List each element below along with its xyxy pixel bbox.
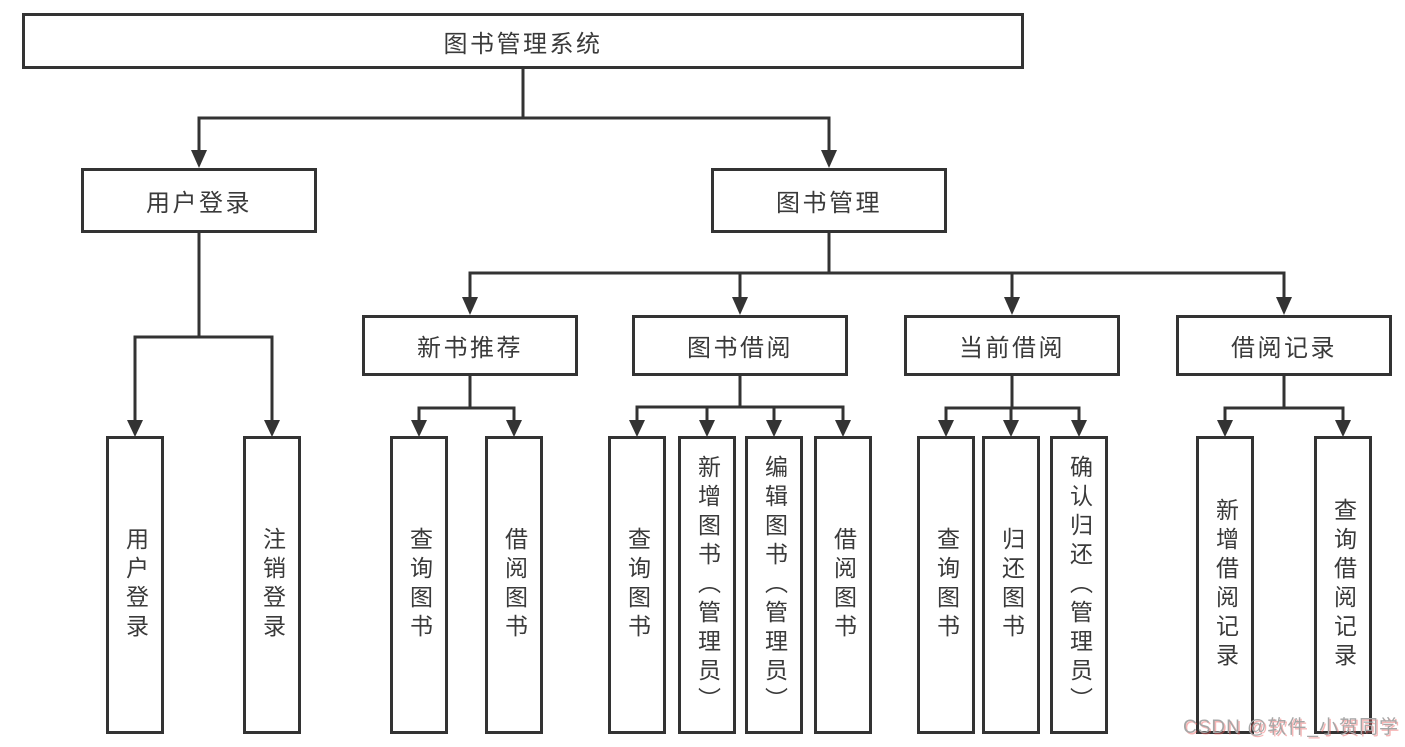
arrowhead-leaf-d1 [938, 420, 954, 437]
connector-borrow-branch [635, 405, 845, 422]
leaf-return-books: 归还图书 [982, 436, 1040, 734]
leaf-query-books: 查询图书 [917, 436, 975, 734]
connector-level3-branch [468, 271, 1286, 299]
connector-login-branch [133, 335, 274, 422]
arrowhead-leaf-b1 [411, 420, 427, 437]
node-label: 编辑图书（管理员） [761, 454, 788, 716]
leaf-edit-books-admin: 编辑图书（管理员） [745, 436, 803, 734]
node-label: 查询图书 [933, 527, 960, 643]
node-new-book-recommend: 新书推荐 [362, 315, 578, 376]
leaf-query-borrow-record: 查询借阅记录 [1314, 436, 1372, 734]
node-borrow-records: 借阅记录 [1176, 315, 1392, 376]
node-label: 借阅记录 [1231, 335, 1337, 362]
node-label: 图书管理系统 [443, 30, 603, 58]
leaf-user-login: 用户登录 [106, 436, 164, 734]
node-library-management-system: 图书管理系统 [22, 13, 1024, 69]
leaf-query-books: 查询图书 [390, 436, 448, 734]
leaf-borrow-books: 借阅图书 [814, 436, 872, 734]
arrowhead-leaf-e2 [1335, 420, 1351, 437]
node-label: 图书管理 [776, 190, 882, 217]
node-label: 用户登录 [122, 527, 149, 643]
node-label: 新增借阅记录 [1212, 498, 1239, 672]
arrowhead-current [1004, 297, 1020, 315]
arrowhead-newbook [462, 297, 478, 315]
node-label: 用户登录 [146, 190, 252, 217]
node-book-borrow: 图书借阅 [632, 315, 848, 376]
node-label: 新书推荐 [417, 335, 523, 362]
node-label: 当前借阅 [959, 335, 1065, 362]
csdn-watermark: CSDN @软件_小贺同学 [1183, 717, 1399, 738]
arrowhead-leaf-c3 [766, 420, 782, 437]
arrowhead-leaf-e1 [1217, 420, 1233, 437]
leaf-query-books: 查询图书 [608, 436, 666, 734]
node-label: 借阅图书 [501, 527, 528, 643]
arrowhead-leaf-d2 [1003, 420, 1019, 437]
connector-newbook-branch [417, 406, 516, 422]
leaf-confirm-return-admin: 确认归还（管理员） [1050, 436, 1108, 734]
arrowhead-leaf-c1 [629, 420, 645, 437]
node-label: 新增图书（管理员） [694, 454, 721, 716]
node-label: 归还图书 [998, 527, 1025, 643]
leaf-add-borrow-record: 新增借阅记录 [1196, 436, 1254, 734]
node-label: 确认归还（管理员） [1066, 454, 1093, 716]
node-label: 查询图书 [624, 527, 651, 643]
node-label: 查询图书 [406, 527, 433, 643]
arrowhead-login [191, 150, 207, 168]
arrowhead-borrow [732, 297, 748, 315]
connector-current-branch [944, 406, 1081, 422]
connector-level2-branch [197, 116, 831, 151]
arrowhead-leaf-logout [264, 420, 280, 437]
leaf-add-books-admin: 新增图书（管理员） [678, 436, 736, 734]
arrowhead-leaf-d3 [1071, 420, 1087, 437]
arrowhead-mgmt [821, 150, 837, 168]
arrowhead-leaf-b2 [506, 420, 522, 437]
arrowhead-leaf-user-login [127, 420, 143, 437]
node-label: 注销登录 [259, 527, 286, 643]
node-current-borrow: 当前借阅 [904, 315, 1120, 376]
node-book-management: 图书管理 [711, 168, 947, 233]
arrowhead-records [1276, 297, 1292, 315]
node-label: 查询借阅记录 [1330, 498, 1357, 672]
connector-records-branch [1223, 406, 1345, 422]
arrowhead-leaf-c2 [699, 420, 715, 437]
node-label: 借阅图书 [830, 527, 857, 643]
arrowhead-leaf-c4 [835, 420, 851, 437]
leaf-logout: 注销登录 [243, 436, 301, 734]
node-label: 图书借阅 [687, 335, 793, 362]
leaf-borrow-books: 借阅图书 [485, 436, 543, 734]
node-user-login: 用户登录 [81, 168, 317, 233]
